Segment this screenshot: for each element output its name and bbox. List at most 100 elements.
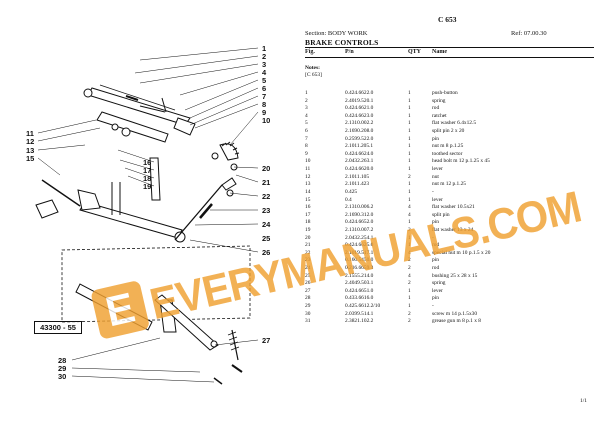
- part-name: special nut m 10 p.1.5 x 20: [432, 249, 491, 256]
- part-number: 2.1011.423: [345, 181, 370, 188]
- part-row: 21 0.424.6625.0 1 rod: [305, 242, 594, 250]
- callout-8: 8: [262, 100, 266, 109]
- part-name: spring: [432, 97, 446, 104]
- part-qty: 1: [408, 234, 411, 241]
- part-fig: 30: [305, 310, 311, 317]
- part-qty: 1: [408, 150, 411, 157]
- part-name: grease gun m 8 p.1 x 8: [432, 318, 481, 325]
- part-name: -: [432, 234, 434, 241]
- part-qty: 2: [408, 257, 411, 264]
- header-rule-bottom: [305, 57, 594, 58]
- callout-5: 5: [262, 76, 266, 85]
- part-number: 0.424.6652.0: [345, 219, 374, 226]
- part-number: 0.160.5450.0: [345, 257, 374, 264]
- part-fig: 23: [305, 257, 311, 264]
- part-number: 0.425: [345, 188, 358, 195]
- part-qty: 1: [408, 196, 411, 203]
- header-rule-top: [305, 47, 594, 48]
- callout-16: 16: [143, 158, 151, 167]
- callout-10: 10: [262, 116, 270, 125]
- part-number: 0.424.6651.0: [345, 287, 374, 294]
- part-number: 2.0432.254.1: [345, 234, 374, 241]
- drawing-id-label: 43300 - 55: [34, 321, 82, 334]
- callout-30: 30: [58, 372, 66, 381]
- callout-4: 4: [262, 68, 267, 77]
- part-fig: 1: [305, 90, 308, 96]
- callout-7: 7: [262, 92, 266, 101]
- part-fig: 14: [305, 188, 311, 195]
- part-fig: 15: [305, 196, 311, 203]
- part-number: 2.1690.312.0: [345, 211, 374, 218]
- part-qty: 1: [408, 287, 411, 294]
- page-code: C 653: [438, 15, 457, 24]
- part-qty: 4: [408, 272, 411, 279]
- part-fig: 26: [305, 280, 311, 287]
- part-name: flat washer 10.5x21: [432, 204, 475, 211]
- callout-lines: [134, 47, 259, 346]
- part-fig: 6: [305, 128, 308, 135]
- callout-13: 13: [26, 146, 34, 155]
- part-name: spring: [432, 280, 446, 287]
- toothed-sector: [211, 141, 240, 171]
- part-fig: 27: [305, 287, 311, 294]
- callout-2: 2: [262, 52, 266, 61]
- part-number: 0.424.6624.0: [345, 150, 374, 157]
- part-qty: 2: [408, 226, 411, 233]
- page-title: BRAKE CONTROLS: [305, 38, 379, 47]
- part-name: rod: [432, 265, 440, 272]
- part-fig: 21: [305, 242, 311, 249]
- part-name: rod: [432, 242, 440, 249]
- part-fig: 13: [305, 181, 311, 188]
- part-number: 0.424.6623.0: [345, 112, 374, 119]
- part-qty: 1: [408, 143, 411, 150]
- part-number: 0.424.6625.0: [345, 242, 374, 249]
- part-name: screw m 14 p.1.5x30: [432, 310, 478, 317]
- part-qty: 1: [408, 242, 411, 249]
- callout-6: 6: [262, 84, 266, 93]
- part-name: bushing 25 x 28 x 15: [432, 272, 478, 279]
- part-name: lever: [432, 166, 443, 173]
- part-name: -: [432, 303, 434, 310]
- callout-19: 19: [143, 182, 151, 191]
- part-fig: 12: [305, 173, 311, 180]
- connecting-rod: [174, 177, 237, 241]
- part-fig: 2: [305, 97, 308, 104]
- callout-11: 11: [26, 129, 34, 138]
- notes-text: [C 653]: [305, 72, 322, 78]
- part-fig: 18: [305, 219, 311, 226]
- part-number: 2.1310.006.2: [345, 204, 374, 211]
- part-qty: 2: [408, 310, 411, 317]
- frame-outline: [61, 245, 251, 323]
- part-qty: 1: [408, 166, 411, 173]
- part-number: 2.3821.102.2: [345, 318, 374, 325]
- part-name: flat washer 13 x 24: [432, 226, 474, 233]
- callout-18: 18: [143, 174, 151, 183]
- part-fig: 24: [305, 265, 311, 272]
- callout-15: 15: [26, 154, 34, 163]
- part-name: push-button: [432, 90, 458, 96]
- part-number: 0.2599.522.0: [345, 135, 374, 142]
- part-fig: 22: [305, 249, 311, 256]
- part-number: 2.0399.514.1: [345, 310, 374, 317]
- callout-23: 23: [262, 206, 270, 215]
- part-qty: 1: [408, 120, 411, 127]
- part-fig: 7: [305, 135, 308, 142]
- column-header-name: Name: [432, 49, 447, 55]
- callout-numbers: 1 2 3 4 5 6 7 8 9 10 20 21 22 23 24 25 2…: [26, 44, 271, 381]
- part-fig: 20: [305, 234, 311, 241]
- part-name: toothed sector: [432, 150, 463, 157]
- part-qty: 2: [408, 318, 411, 325]
- part-fig: 19: [305, 226, 311, 233]
